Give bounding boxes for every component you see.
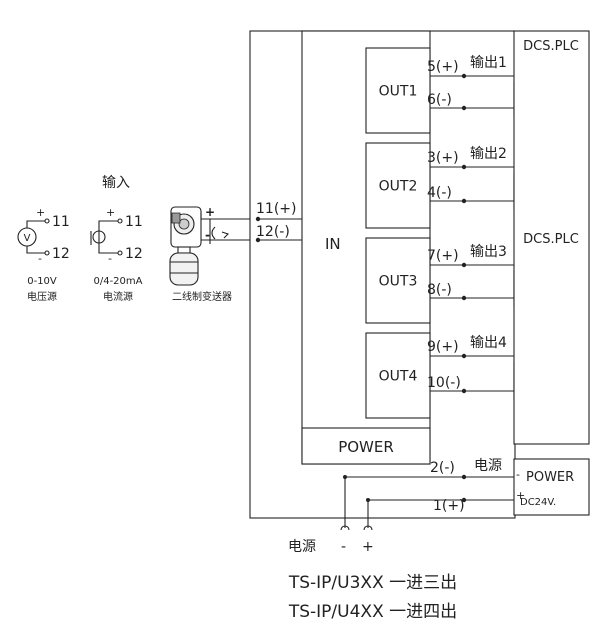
- transmitter-label: 二线制变送器: [172, 290, 232, 303]
- output-name: 输出2: [470, 146, 507, 162]
- dc24v-minus: -: [516, 468, 520, 481]
- model-u4xx: TS-IP/U4XX 一进四出: [288, 602, 457, 622]
- pressure-transmitter-icon: [169, 206, 202, 286]
- dc24v-power-title: POWER: [526, 470, 574, 485]
- out-label: OUT1: [379, 84, 418, 100]
- transmitter-plus: +: [205, 205, 215, 219]
- voltage-plus: +: [36, 206, 45, 219]
- output-name: 输出3: [470, 244, 507, 260]
- voltage-source: V + - 11 12 0-10V 电压源: [17, 206, 70, 303]
- voltage-term-11: 11: [52, 214, 70, 230]
- current-minus: -: [108, 252, 112, 265]
- current-source-label: 电流源: [103, 290, 133, 303]
- out-label: OUT2: [379, 179, 418, 195]
- in-terminal-11: 11(+): [256, 201, 296, 217]
- power-block: [301, 427, 431, 465]
- bottom-power-minus: -: [341, 539, 346, 555]
- out-terminal-negative: 10(-): [427, 375, 461, 391]
- dc24v-power-box: [513, 458, 590, 516]
- out-block: [365, 332, 431, 419]
- dcs-plc-title-mid: DCS.PLC: [523, 232, 579, 247]
- out-label: OUT4: [379, 369, 418, 385]
- dcs-plc-title-top: DCS.PLC: [523, 39, 579, 54]
- current-source: + - 11 12 0/4-20mA 电流源: [90, 206, 143, 303]
- in-label: IN: [325, 235, 341, 253]
- out-terminal-positive: 7(+): [427, 248, 459, 264]
- current-range: 0/4-20mA: [93, 276, 142, 287]
- current-term-12: 12: [125, 246, 143, 262]
- output-channel-1: OUT1 5(+) 6(-) 输出1: [365, 47, 507, 134]
- power-terminal-1: 1(+): [433, 498, 465, 514]
- current-plus: +: [106, 206, 115, 219]
- power-terminal-2: 2(-): [430, 460, 455, 476]
- transmitter-minus: -: [205, 228, 210, 242]
- dcs-plc-box: [513, 30, 590, 445]
- out-terminal-positive: 5(+): [427, 59, 459, 75]
- out-block: [365, 47, 431, 134]
- voltage-symbol: V: [24, 233, 31, 244]
- out-block: [365, 142, 431, 229]
- output-name: 输出4: [470, 335, 507, 351]
- dc24v-plus: +: [516, 489, 525, 502]
- out-terminal-negative: 6(-): [427, 92, 452, 108]
- voltage-term-12: 12: [52, 246, 70, 262]
- voltage-source-label: 电压源: [27, 290, 57, 303]
- power-label: POWER: [338, 438, 394, 456]
- out-terminal-positive: 9(+): [427, 339, 459, 355]
- out-terminal-negative: 4(-): [427, 185, 452, 201]
- output-channel-2: OUT2 3(+) 4(-) 输出2: [365, 142, 507, 229]
- out-label: OUT3: [379, 274, 418, 290]
- bottom-power-label: 电源: [288, 539, 316, 555]
- voltage-minus: -: [38, 252, 42, 265]
- input-title: 输入: [102, 175, 130, 191]
- dc24v-voltage: DC24V.: [520, 497, 556, 508]
- current-term-11: 11: [125, 214, 143, 230]
- model-u3xx: TS-IP/U3XX 一进三出: [288, 573, 457, 593]
- out-terminal-positive: 3(+): [427, 150, 459, 166]
- in-terminal-12: 12(-): [256, 224, 290, 240]
- output-channel-3: OUT3 7(+) 8(-) 输出3: [365, 237, 507, 324]
- out-block: [365, 237, 431, 324]
- bottom-power-plus: +: [362, 539, 374, 555]
- voltage-range: 0-10V: [27, 276, 57, 287]
- power-supply-label: 电源: [474, 458, 502, 474]
- output-channel-4: OUT4 9(+) 10(-) 输出4: [365, 332, 507, 419]
- output-name: 输出1: [470, 55, 507, 71]
- out-terminal-negative: 8(-): [427, 282, 452, 298]
